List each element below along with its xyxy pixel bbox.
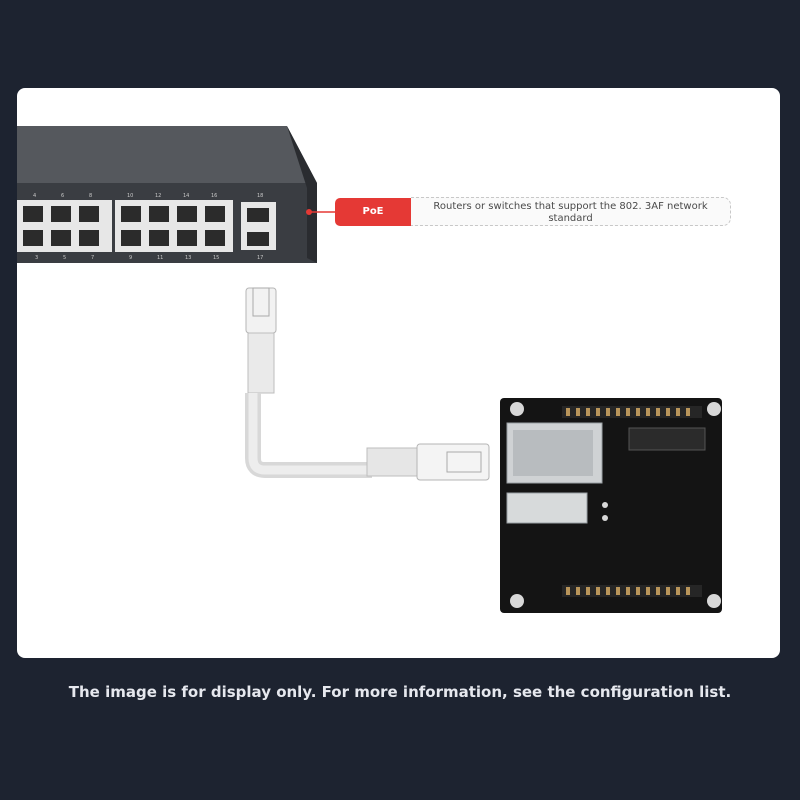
poe-connection-illustration: 4 6 8 10 12 14 16 18 3 5 7 9 11 13 15 17	[17, 126, 722, 613]
port-number: 5	[63, 255, 66, 261]
port-number: 16	[211, 193, 217, 199]
port-numbers: 4 6 8 10 12 14 16 18 3 5 7 9 11 13 15 17	[33, 193, 263, 261]
switch-top	[17, 126, 317, 183]
ethernet-cable	[245, 287, 490, 481]
port-number: 13	[185, 255, 191, 261]
switch-ports	[17, 200, 276, 252]
poe-equipment-tag: PoE equipment	[335, 198, 411, 245]
port-number: 15	[213, 255, 219, 261]
port-number: 11	[157, 255, 163, 261]
poe-equipment-description: Routers or switches that support the 802…	[411, 197, 731, 226]
port-number: 10	[127, 193, 133, 199]
port-number: 4	[33, 193, 36, 199]
port-number: 14	[183, 193, 189, 199]
port-number: 7	[91, 255, 94, 261]
port-number: 18	[257, 193, 263, 199]
port-number: 17	[257, 255, 263, 261]
product-image-panel: 4 6 8 10 12 14 16 18 3 5 7 9 11 13 15 17	[17, 88, 780, 658]
port-number: 12	[155, 193, 161, 199]
display-disclaimer-caption: The image is for display only. For more …	[68, 683, 732, 701]
port-number: 3	[35, 255, 38, 261]
port-number: 9	[129, 255, 132, 261]
port-number: 6	[61, 193, 64, 199]
port-number: 8	[89, 193, 92, 199]
dev-board	[500, 398, 722, 613]
